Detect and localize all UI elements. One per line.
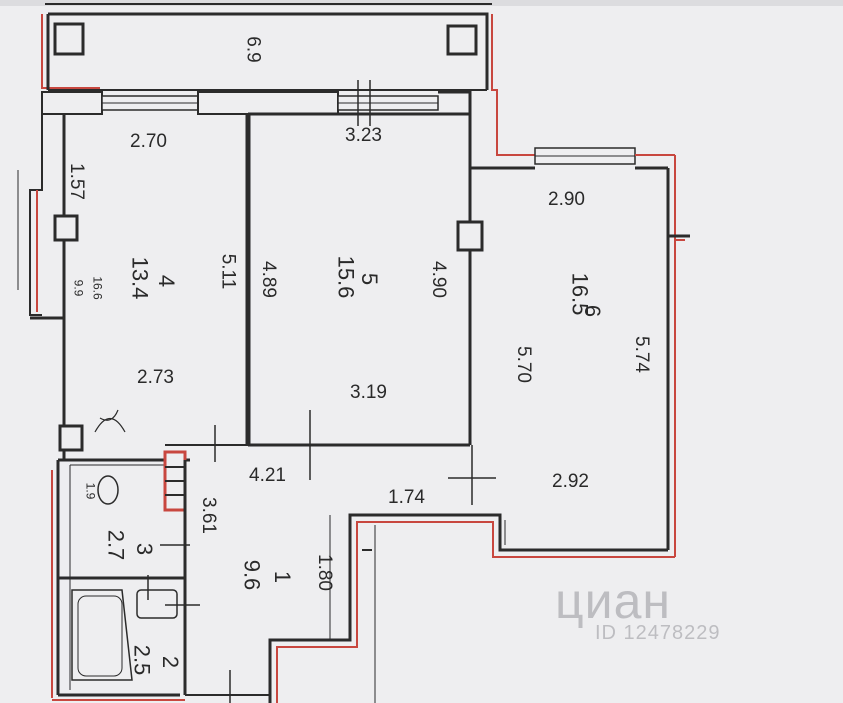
balcony-column-right <box>446 24 478 56</box>
dim-room5-width-bottom: 3.19 <box>350 382 387 403</box>
balcony-wall <box>48 12 489 90</box>
room-3-number: 3 <box>132 542 158 556</box>
room-5-area: 15.6 <box>333 255 359 299</box>
wall-segment <box>438 90 472 120</box>
dim-room6-depth-left: 5.70 <box>512 346 534 383</box>
dim-hall-depth: 3.61 <box>197 497 219 534</box>
room-6-area: 16.5 <box>567 272 593 316</box>
note-loggia-2: 9.9 <box>71 279 86 297</box>
red-outline <box>674 155 685 241</box>
wall-room6-corner <box>468 120 535 170</box>
dim-balcony-length: 6.9 <box>242 36 264 63</box>
dim-room5-depth-right: 4.90 <box>427 261 449 298</box>
sink <box>136 589 178 619</box>
dim-window-pier: 1.57 <box>65 163 87 200</box>
watermark-brand: циан <box>555 573 671 629</box>
dim-room6-width-bottom: 2.92 <box>552 471 589 492</box>
room-4-area: 13.4 <box>127 256 153 300</box>
wall-segment <box>41 91 103 115</box>
note-loggia-1: 16.6 <box>90 276 105 300</box>
dim-room6-depth-right: 5.74 <box>630 336 652 373</box>
watermark-logo: циан <box>555 572 671 630</box>
door-swing <box>94 417 126 433</box>
dim-room4-width: 2.70 <box>130 131 167 152</box>
room-4-number: 4 <box>154 274 180 288</box>
column <box>53 214 79 242</box>
column <box>58 424 84 452</box>
dim-room6-width-top: 2.90 <box>548 189 585 210</box>
dim-corridor-width: 1.74 <box>388 487 425 508</box>
dim-room5-depth-left: 4.89 <box>257 261 279 298</box>
balcony-column-left <box>53 22 85 56</box>
watermark-id: ID 12478229 <box>595 622 721 644</box>
room-1-area: 9.6 <box>239 559 265 591</box>
dim-room5-width: 3.23 <box>345 125 382 146</box>
wall-segment <box>197 91 339 115</box>
room-1-number: 1 <box>270 570 296 584</box>
room-2-area: 2.5 <box>129 644 155 676</box>
door-swing <box>99 409 119 421</box>
dim-hall-offset: 1.80 <box>313 554 335 591</box>
dim-room4-depth: 5.11 <box>217 253 239 290</box>
bathtub-inner <box>77 595 123 677</box>
dim-hall-width: 4.21 <box>249 465 286 486</box>
balcony-red-left <box>41 14 100 89</box>
note-bath: 1.9 <box>83 482 98 500</box>
left-exterior-wall <box>29 114 43 316</box>
dim-room4-width-bottom: 2.73 <box>137 367 174 388</box>
column <box>456 220 484 252</box>
room-3-area: 2.7 <box>103 529 129 561</box>
toilet <box>97 475 119 505</box>
room-5-number: 5 <box>357 272 383 286</box>
apartment-lower-wall <box>268 513 668 703</box>
bathtub <box>71 589 133 681</box>
red-outline <box>276 521 675 703</box>
balcony-red-right <box>491 14 535 156</box>
room-2-number: 2 <box>158 655 184 669</box>
